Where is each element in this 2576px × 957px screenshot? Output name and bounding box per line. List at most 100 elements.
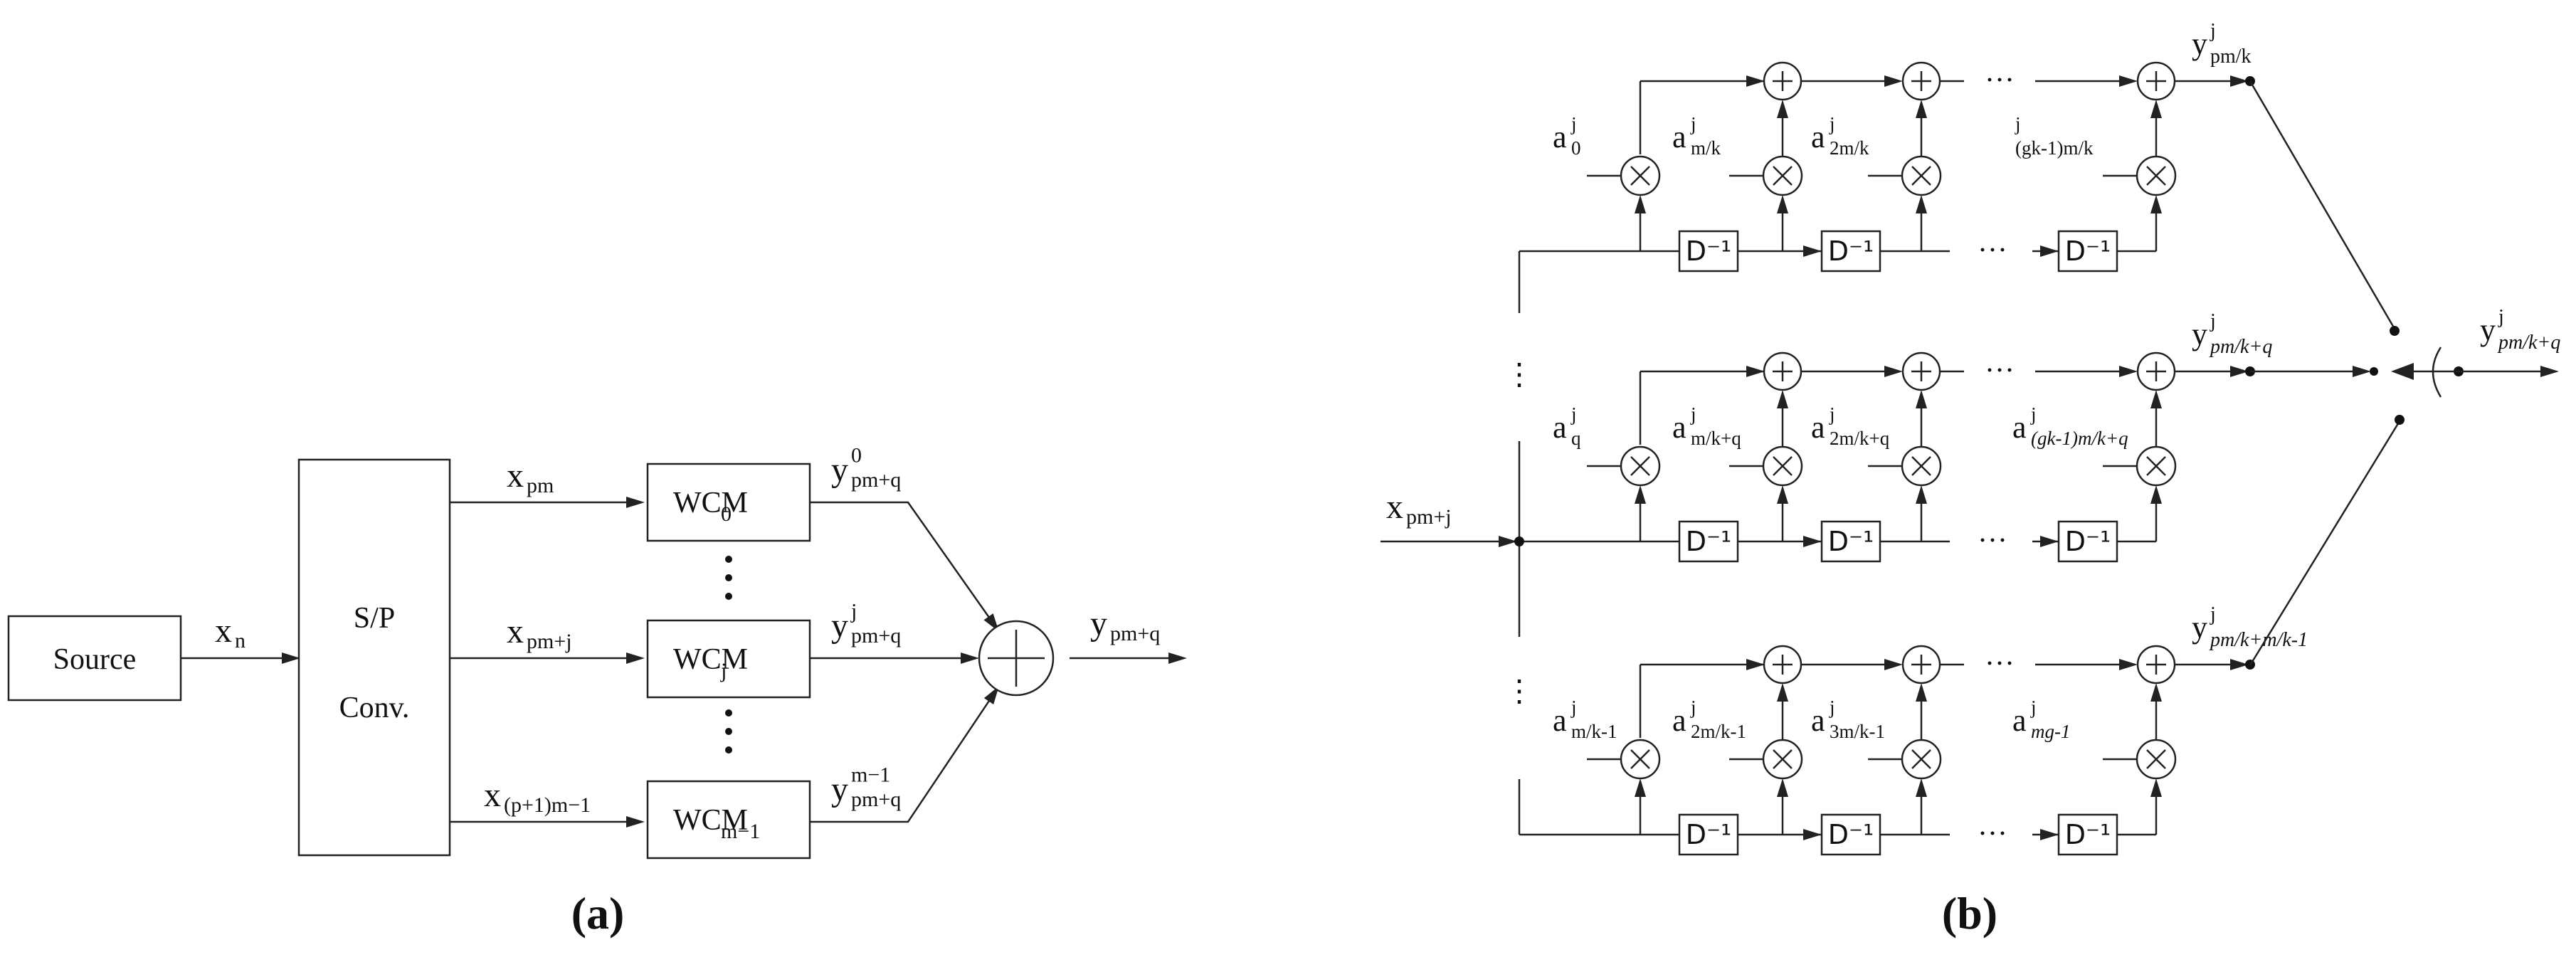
label-superscript: j (2210, 310, 2216, 332)
delay-label: D⁻¹ (1828, 819, 1874, 850)
delay-block-0 (1678, 520, 1739, 563)
label-base: x (507, 613, 524, 650)
label-base: x (215, 612, 232, 650)
label-superscript: j (2498, 306, 2504, 328)
label-base: WCM (673, 643, 748, 676)
wcmj-to-sum-arrow (961, 652, 979, 664)
vertical-dot (725, 728, 732, 735)
label-subscript: j (720, 659, 727, 682)
multiplier-x-b (2146, 456, 2166, 476)
label-subscript: pm+q (851, 788, 901, 811)
sum-chain-arrow (1746, 75, 1765, 87)
label-superscript: j (2030, 403, 2037, 425)
delay-ellipsis: ··· (1978, 818, 2007, 850)
delay-label: D⁻¹ (1686, 236, 1732, 267)
label-superscript: j (2210, 603, 2216, 625)
label-subscript: 0 (721, 502, 732, 526)
label-superscript: j (2030, 697, 2037, 718)
label-subscript: m/k (1691, 137, 1721, 159)
label-subscript: 2m/k+q (1830, 428, 1890, 449)
label-superscript: 0 (851, 444, 862, 467)
mult-to-adder-arrow (2150, 390, 2162, 408)
label-base: y (831, 771, 848, 808)
label-base: y (2192, 26, 2207, 61)
sum-chain-arrow (1746, 366, 1765, 377)
input-arrow-2 (626, 816, 645, 828)
tap-arrow (1635, 485, 1646, 504)
delay-chain-arrow (1803, 829, 1822, 840)
label-superscript: j (2015, 113, 2021, 134)
label-base: y (831, 607, 848, 645)
mult-to-adder-arrow (1916, 390, 1927, 408)
label-base: y (1090, 605, 1107, 643)
multiplier-x-b (1911, 749, 1931, 769)
vertical-dot (725, 593, 732, 600)
label-subscript: n (235, 629, 246, 652)
label-base: x (1386, 488, 1403, 526)
vertical-dot (725, 746, 732, 754)
multiplier-x-b (2146, 166, 2166, 186)
wcmm-to-sum-line (810, 689, 998, 823)
source-block (7, 615, 182, 702)
tap-arrow (1635, 778, 1646, 797)
coeff-label-3: j(gk-1)m/k (2015, 113, 2094, 159)
sum-ellipsis: ··· (1985, 647, 2015, 680)
label-base: a (1553, 703, 1567, 738)
label-base: y (831, 451, 848, 489)
input-junction-dot (1514, 536, 1524, 546)
label-subscript: (p+1)m−1 (504, 793, 591, 817)
label-superscript: m−1 (851, 763, 890, 787)
sum-chain-arrow (2119, 659, 2138, 670)
label-subscript: (gk-1)m/k+q (2031, 428, 2128, 449)
multiplier-x-b (1630, 166, 1650, 186)
label-base: a (2012, 703, 2027, 738)
label-base: a (2012, 410, 2027, 445)
mult-to-adder-arrow (1916, 100, 1927, 118)
label-base: y (2192, 317, 2207, 351)
label-subscript: pm (527, 474, 554, 497)
delay-ellipsis: ··· (1978, 234, 2007, 267)
final-output-arrow (1168, 652, 1187, 664)
tap-arrow (1916, 195, 1927, 213)
label-subscript: pm+q (851, 468, 901, 492)
label-superscript: j (1690, 403, 1696, 425)
switch-contact-bottom (2395, 415, 2405, 425)
label-superscript: j (1571, 697, 1577, 718)
sp-label-bottom: Conv. (339, 692, 410, 724)
mult-to-adder-arrow (1777, 100, 1788, 118)
label-superscript: j (1571, 113, 1577, 134)
row-output-arrow (2230, 366, 2249, 377)
label-base: x (507, 457, 524, 495)
tap-arrow (1777, 778, 1788, 797)
delay-label: D⁻¹ (1686, 819, 1732, 850)
label-subscript: q (1571, 428, 1581, 449)
sp-converter-block (297, 458, 451, 857)
wcm-block-2 (646, 780, 811, 860)
label-base: WCM (673, 487, 748, 519)
delay-block-2 (2057, 813, 2118, 856)
input-arrow-1 (626, 652, 645, 664)
label-subscript: pm+j (1406, 505, 1452, 529)
switch-contact-top (2390, 326, 2400, 336)
tap-arrow (2150, 195, 2162, 213)
multiplier-x-b (1773, 166, 1793, 186)
label-subscript: pm/k (2210, 46, 2252, 68)
caption-b: (b) (1942, 888, 1997, 939)
label-subscript: pm/k+m/k-1 (2209, 629, 2308, 651)
tap-arrow (1777, 195, 1788, 213)
delay-label: D⁻¹ (1828, 526, 1874, 557)
label-base: WCM (673, 804, 748, 837)
